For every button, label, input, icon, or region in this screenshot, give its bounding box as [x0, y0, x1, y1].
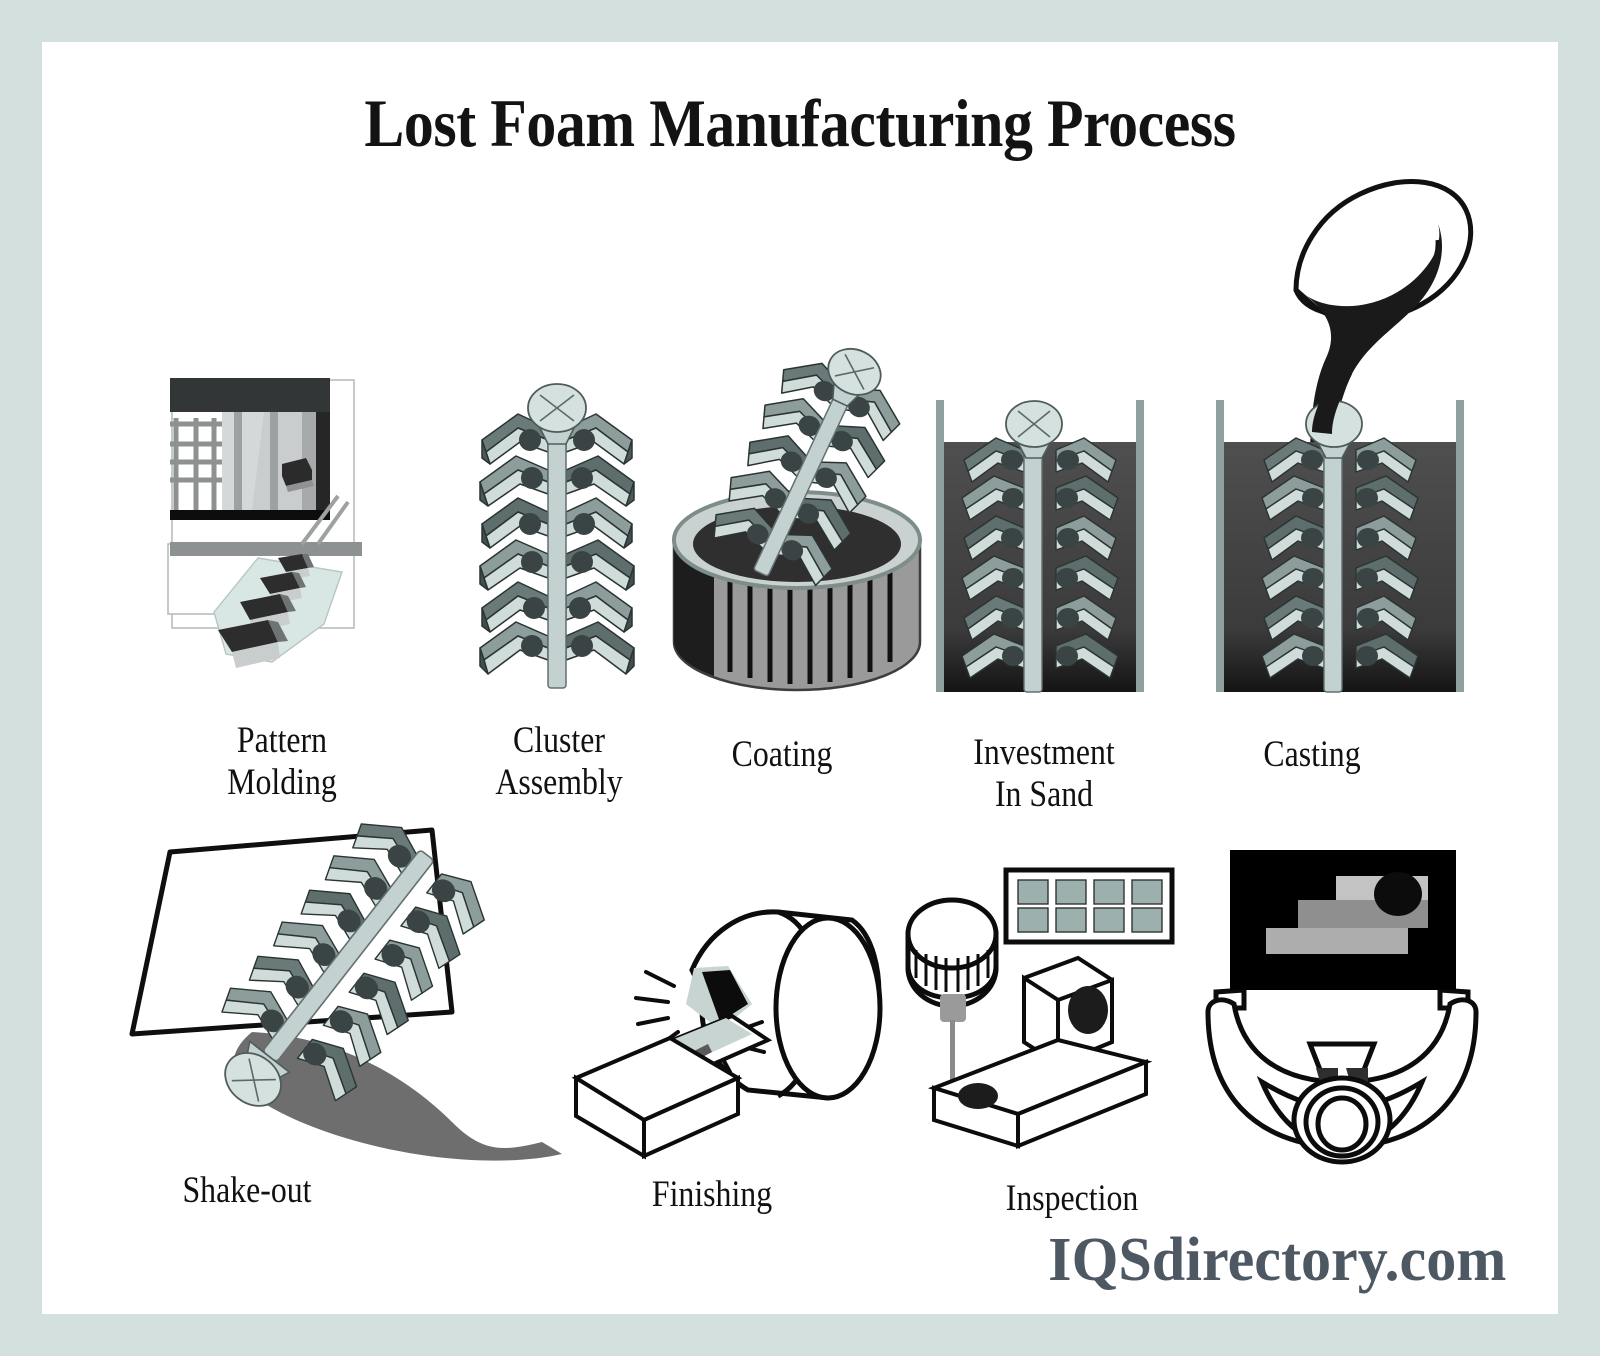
cluster-assembly-illustration [462, 382, 652, 692]
investment-in-sand-illustration [920, 382, 1160, 702]
caption-pattern-molding: Pattern Molding [227, 720, 337, 803]
finishing-illustration [552, 892, 892, 1162]
step-packaging [1192, 832, 1492, 1165]
pattern-molding-illustration [152, 362, 412, 692]
watermark: IQSdirectory.com [1047, 1226, 1506, 1294]
inspection-illustration [882, 862, 1182, 1152]
measured-part [927, 955, 1153, 1149]
caption-cluster-assembly: Cluster Assembly [495, 720, 623, 803]
step-inspection [882, 862, 1182, 1152]
caption-casting: Casting [1263, 734, 1361, 775]
shake-out-illustration [102, 822, 572, 1162]
step-casting [1200, 162, 1500, 702]
infographic-canvas: Lost Foam Manufacturing Process [42, 42, 1558, 1314]
tray [1230, 850, 1456, 990]
step-coating [642, 347, 932, 712]
caption-coating: Coating [731, 734, 833, 775]
caption-investment-in-sand: Investment In Sand [973, 732, 1115, 815]
step-pattern-molding [152, 362, 412, 692]
caption-inspection: Inspection [1005, 1178, 1139, 1219]
step-finishing [552, 892, 892, 1162]
step-shake-out [102, 822, 572, 1162]
coating-illustration [642, 347, 932, 712]
packaging-worker-illustration [1192, 832, 1492, 1165]
probe-head [905, 897, 999, 1090]
step-investment-in-sand [920, 382, 1160, 702]
caption-finishing: Finishing [651, 1174, 773, 1215]
readout-panel [1003, 867, 1175, 945]
page-title: Lost Foam Manufacturing Process [364, 85, 1236, 161]
ladle [1293, 179, 1474, 322]
step-cluster-assembly [462, 382, 652, 692]
caption-shake-out: Shake-out [182, 1170, 312, 1211]
casting-illustration [1200, 162, 1500, 702]
